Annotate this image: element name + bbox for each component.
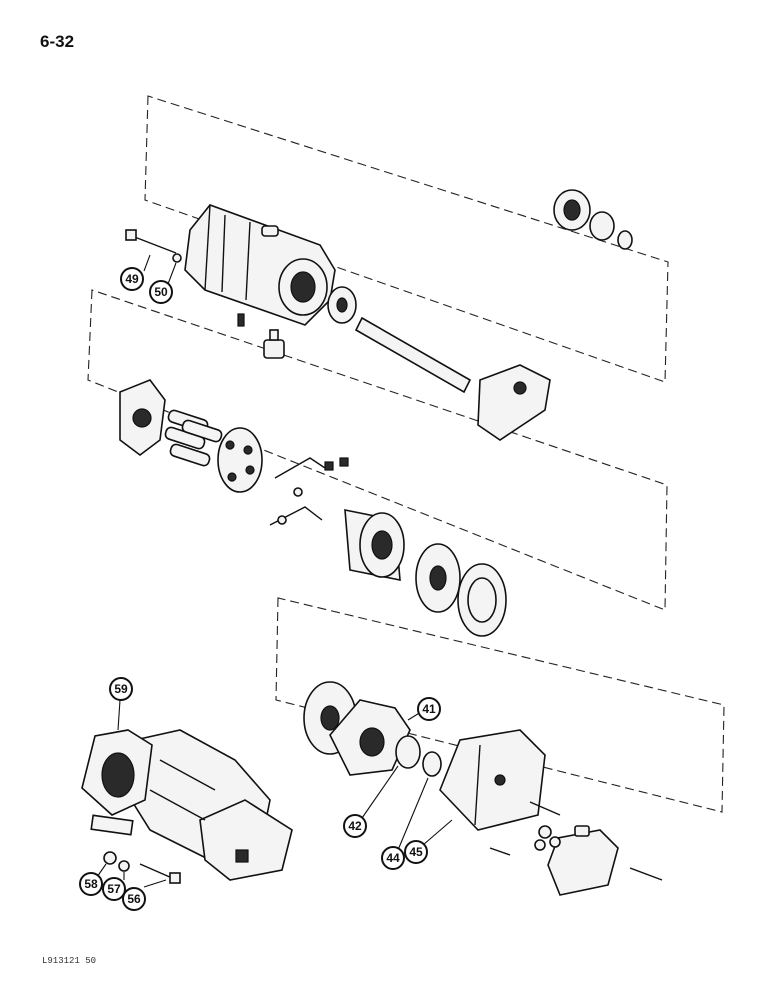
figure-code: L913121 50 [42,956,97,966]
callout-56-label: 56 [127,892,141,906]
callout-41: 41 [417,697,441,721]
mounting-flange [477,364,551,441]
spacer-plate [90,814,134,836]
assembled-pump [124,729,293,881]
page-number: 6-32 [40,32,75,51]
leader-lines [96,254,453,888]
valve-seals [534,825,561,851]
valve-plate [415,543,461,613]
housing-washer [172,253,182,263]
callout-44-label: 44 [386,851,400,865]
o-ring-44 [422,751,442,777]
endcap-group-outline [275,597,725,813]
callout-57-label: 57 [107,882,121,896]
callout-49: 49 [120,267,144,291]
callout-44: 44 [381,846,405,870]
group-outlines [87,95,725,813]
upper-housing-group-outline [144,95,669,383]
callout-50-label: 50 [154,285,168,299]
retainer-plate [217,427,263,493]
callout-49-label: 49 [125,272,139,286]
housing-bolt [125,229,177,254]
callout-59: 59 [109,677,133,701]
end-cap-45 [439,729,546,831]
drive-shaft [327,286,472,394]
relief-valve-block [547,825,619,896]
end-cap-bolts [489,801,561,856]
valve-bolt [629,867,663,881]
lock-washer-57 [118,860,130,872]
cylinder-block [344,509,405,581]
rotating-group-outline [87,289,668,611]
callout-58: 58 [79,872,103,896]
callout-50: 50 [149,280,173,304]
swashplate-linkage [269,457,349,526]
washer-58 [103,851,117,865]
callout-45-label: 45 [409,845,423,859]
callout-57: 57 [102,877,126,901]
plug-fitting [263,329,285,359]
callout-42: 42 [343,814,367,838]
callout-45: 45 [404,840,428,864]
piston-set [164,409,223,467]
pin [237,313,245,327]
bearing-plate [457,563,507,637]
port-plate [119,379,166,456]
callout-42-label: 42 [348,819,362,833]
pump-housing [184,204,336,326]
callout-59-label: 59 [114,682,128,696]
seal-kit [553,189,633,250]
callout-56: 56 [122,887,146,911]
gasket-41 [329,699,411,776]
callout-58-label: 58 [84,877,98,891]
gear-42 [395,735,421,769]
bolt-56 [139,863,181,884]
gasket-59 [81,729,153,816]
callout-41-label: 41 [422,702,436,716]
